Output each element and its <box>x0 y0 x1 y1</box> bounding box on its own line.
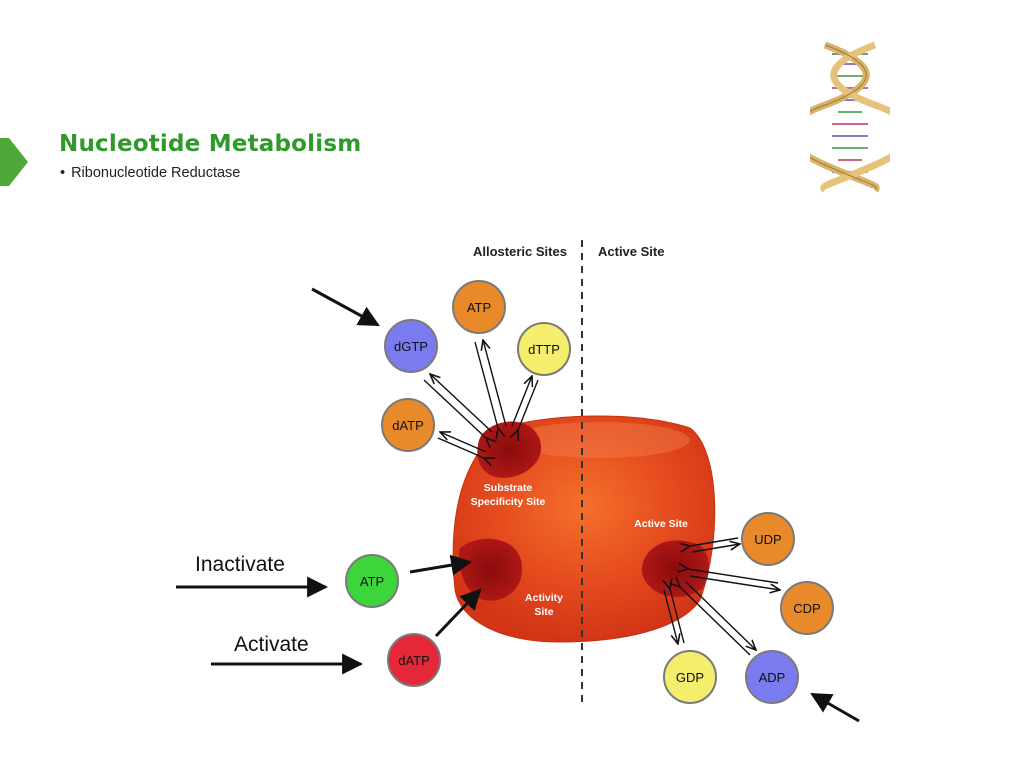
activity-site-label-1: Activity <box>525 592 563 604</box>
svg-text:ATP: ATP <box>360 574 384 589</box>
activity-pocket <box>458 538 523 601</box>
highlight-arrows <box>176 287 860 723</box>
node-udp: UDP <box>741 512 795 566</box>
inactivate-label: Inactivate <box>195 553 285 576</box>
svg-text:GDP: GDP <box>676 670 704 685</box>
node-gdp: GDP <box>663 650 717 704</box>
svg-text:ADP: ADP <box>759 670 786 685</box>
bullet-text: Ribonucleotide Reductase <box>71 165 241 181</box>
svg-text:UDP: UDP <box>754 532 781 547</box>
svg-text:dGTP: dGTP <box>394 339 428 354</box>
node-adp: ADP <box>745 650 799 704</box>
node-datp-red: dATP <box>387 633 441 687</box>
substrate-site-label-2: Specificity Site <box>471 496 546 508</box>
active-site-pocket <box>641 540 709 597</box>
svg-text:dTTP: dTTP <box>528 342 560 357</box>
svg-text:dATP: dATP <box>398 653 430 668</box>
svg-text:ATP: ATP <box>467 300 491 315</box>
svg-text:CDP: CDP <box>793 601 820 616</box>
svg-text:dATP: dATP <box>392 418 424 433</box>
node-dttp: dTTP <box>517 322 571 376</box>
effector-arrows <box>409 554 482 638</box>
substrate-site-arrows <box>423 340 539 458</box>
active-site-arrows <box>664 537 780 656</box>
allosteric-sites-header: Allosteric Sites <box>473 244 567 259</box>
active-site-header: Active Site <box>598 244 664 259</box>
bullet-item: • Ribonucleotide Reductase <box>60 165 240 181</box>
substrate-site-label-1: Substrate <box>484 482 533 494</box>
node-datp-top: dATP <box>381 398 435 452</box>
green-chevron-icon <box>0 138 28 186</box>
activate-label: Activate <box>234 633 309 656</box>
slide-title: Nucleotide Metabolism <box>59 131 362 157</box>
dna-helix-icon <box>810 41 890 193</box>
node-cdp: CDP <box>780 581 834 635</box>
node-atp-top: ATP <box>452 280 506 334</box>
activity-site-label-2: Site <box>534 606 553 618</box>
node-dgtp: dGTP <box>384 319 438 373</box>
bullet-dot: • <box>60 165 66 181</box>
node-atp-green: ATP <box>345 554 399 608</box>
active-site-label: Active Site <box>634 518 688 530</box>
